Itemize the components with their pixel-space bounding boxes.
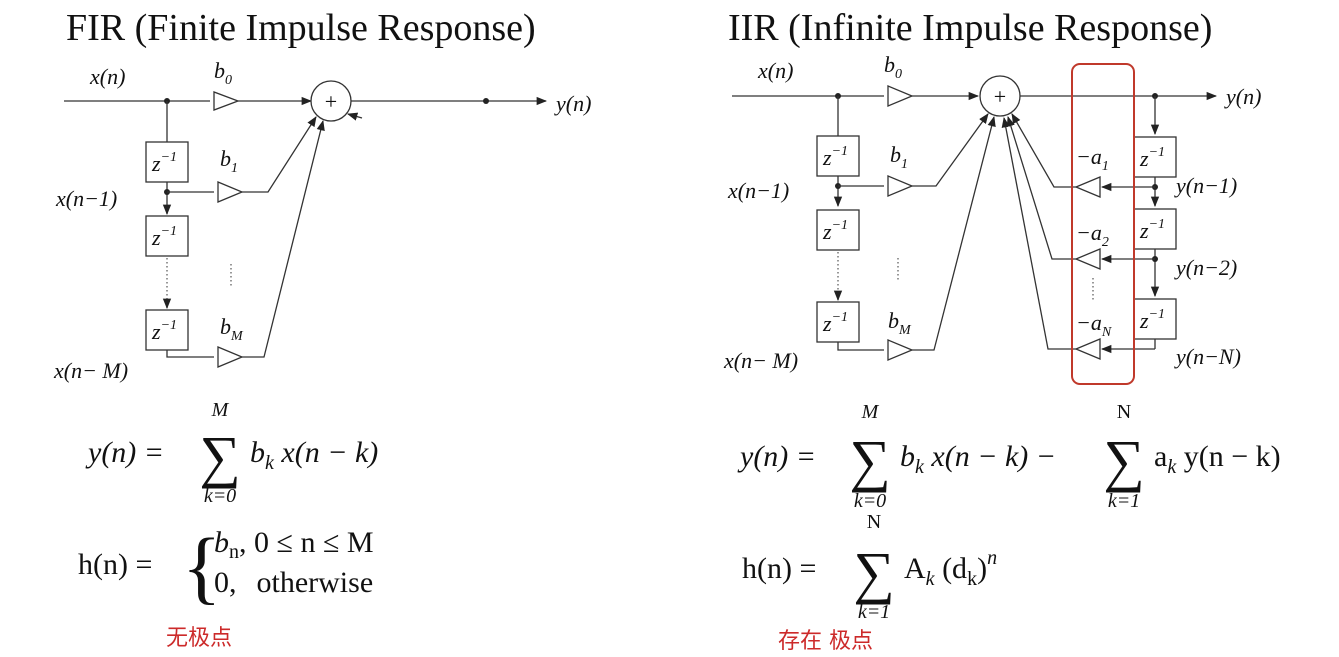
- iir-gain-bm: [887, 339, 914, 361]
- fir-coef-b0: b0: [214, 58, 232, 88]
- fir-sum-lower: k=0: [204, 485, 236, 507]
- iir-sum2-sign: ∑: [1103, 428, 1144, 493]
- iir-output-formula: y(n) = M ∑ k=0 bk x(n − k) − N ∑ k=1 ak …: [737, 401, 1281, 512]
- fir-output-formula: y(n) = M ∑ k=0 bk x(n − k): [85, 399, 378, 507]
- fir-coef-bm: bM: [220, 314, 244, 344]
- iir-fb-delay-1-label: z−1: [1139, 145, 1165, 171]
- iir-coef-a2: −a2: [1076, 220, 1109, 250]
- iir-gain-a2: [1074, 248, 1101, 270]
- iir-coef-an: −aN: [1076, 310, 1112, 340]
- iir-impulse-formula: h(n) = N ∑ k=1 Ak (dk)n: [742, 511, 997, 623]
- iir-block-diagram: x(n) y(n) x(n−1) x(n− M) y(n−1) y(n−2) y…: [723, 52, 1261, 385]
- iir-wire-b1-adder: [912, 113, 989, 187]
- iir-input-label: x(n): [757, 58, 793, 83]
- fir-gain-b1: [217, 181, 244, 203]
- fir-impulse-lhs: h(n) =: [78, 548, 152, 581]
- iir-formula-lhs: y(n) =: [737, 440, 816, 473]
- iir-note: 存在 极点: [778, 629, 873, 654]
- fir-output-junction: [483, 98, 489, 104]
- iir-delay-1-label: z−1: [822, 144, 848, 170]
- iir-sum2-lower: k=1: [1108, 490, 1140, 512]
- fir-gain-bm: [217, 346, 244, 368]
- fir-cases-brace: {: [182, 521, 221, 612]
- iir-sum1-upper: M: [861, 401, 880, 423]
- fir-formula-term: bk x(n − k): [250, 436, 378, 474]
- fir-sum-sign: ∑: [199, 424, 240, 489]
- fir-delay-2-label: z−1: [151, 224, 177, 250]
- fir-wire-extra-adder: [347, 112, 363, 121]
- fir-tap-label-m: x(n− M): [53, 358, 128, 383]
- iir-delay-2: [816, 209, 860, 251]
- iir-fb-label-1: y(n−1): [1174, 173, 1237, 198]
- iir-fb-label-2: y(n−2): [1174, 255, 1237, 280]
- iir-wire-bm-adder: [912, 115, 996, 351]
- fir-delay-2: [145, 215, 189, 257]
- fir-case-1: bn, 0 ≤ n ≤ M: [214, 526, 374, 563]
- fir-case-2: 0,otherwise: [214, 566, 373, 599]
- iir-impulse-sum-lower: k=1: [858, 601, 890, 623]
- iir-impulse-lhs: h(n) =: [742, 552, 816, 585]
- iir-output-label: y(n): [1224, 84, 1261, 109]
- iir-delay-2-label: z−1: [822, 218, 848, 244]
- iir-tap-label-1: x(n−1): [727, 178, 789, 203]
- iir-delay-1: [816, 135, 860, 177]
- fir-delay-m-label: z−1: [151, 318, 177, 344]
- iir-formula-term1: bk x(n − k) −: [900, 440, 1056, 478]
- iir-fb-delay-1: [1133, 136, 1177, 178]
- fir-wire-b1-adder: [242, 116, 317, 193]
- fir-coef-b1: b1: [220, 146, 238, 176]
- iir-formula-term2: ak y(n − k): [1154, 440, 1281, 478]
- fir-delay-m: [145, 309, 189, 351]
- fir-output-label: y(n): [554, 91, 591, 116]
- fir-wire-bm-adder: [242, 119, 325, 358]
- fir-adder-plus: +: [325, 89, 337, 114]
- iir-gain-an: [1074, 338, 1101, 360]
- iir-tap-wire-m: [837, 342, 884, 351]
- iir-impulse-sum-upper: N: [867, 511, 881, 533]
- iir-impulse-sum-sign: ∑: [853, 540, 894, 605]
- iir-coef-b1: b1: [890, 142, 908, 172]
- fir-title: FIR (Finite Impulse Response): [66, 7, 536, 49]
- fir-panel: FIR (Finite Impulse Response) x(n) y(n) …: [53, 7, 591, 651]
- iir-panel: IIR (Infinite Impulse Response) x(n) y(n…: [723, 7, 1281, 654]
- iir-sum2-upper: N: [1117, 401, 1131, 423]
- iir-sum1-lower: k=0: [854, 490, 886, 512]
- fir-block-diagram: x(n) y(n) x(n−1) x(n− M) b0 b1 bM + z−1: [53, 58, 591, 383]
- iir-coef-a1: −a1: [1076, 144, 1109, 174]
- iir-wire-a1-adder: [1011, 113, 1076, 188]
- fir-sum-upper: M: [211, 399, 230, 421]
- feedback-highlight-box: [1071, 63, 1135, 385]
- fir-note: 无极点: [166, 626, 232, 651]
- iir-fb-delay-2: [1133, 208, 1177, 250]
- iir-gain-b0: [887, 85, 914, 107]
- iir-tap-label-m: x(n− M): [723, 348, 798, 373]
- fir-impulse-formula: h(n) = { bn, 0 ≤ n ≤ M 0,otherwise: [78, 521, 374, 612]
- iir-gain-b1: [887, 175, 914, 197]
- iir-fb-delay-2-label: z−1: [1139, 217, 1165, 243]
- iir-gain-a1: [1074, 176, 1101, 198]
- fir-gain-b0: [213, 91, 240, 111]
- iir-fb-label-n: y(n−N): [1174, 344, 1241, 369]
- iir-sum1-sign: ∑: [849, 428, 890, 493]
- iir-adder-plus: +: [994, 84, 1006, 109]
- fir-input-label: x(n): [89, 64, 125, 89]
- fir-delay-1-label: z−1: [151, 150, 177, 176]
- fir-tap-label-1: x(n−1): [55, 186, 117, 211]
- iir-wire-a2-adder: [1006, 116, 1076, 260]
- fir-formula-lhs: y(n) =: [85, 436, 164, 469]
- iir-coef-bm: bM: [888, 308, 912, 338]
- iir-impulse-term: Ak (dk)n: [904, 547, 997, 590]
- iir-wire-an-adder: [1001, 116, 1076, 350]
- iir-delay-m-label: z−1: [822, 310, 848, 336]
- iir-fb-delay-n-label: z−1: [1139, 307, 1165, 333]
- iir-title: IIR (Infinite Impulse Response): [728, 7, 1212, 49]
- fir-tap-wire-m: [166, 350, 214, 358]
- iir-coef-b0: b0: [884, 52, 902, 82]
